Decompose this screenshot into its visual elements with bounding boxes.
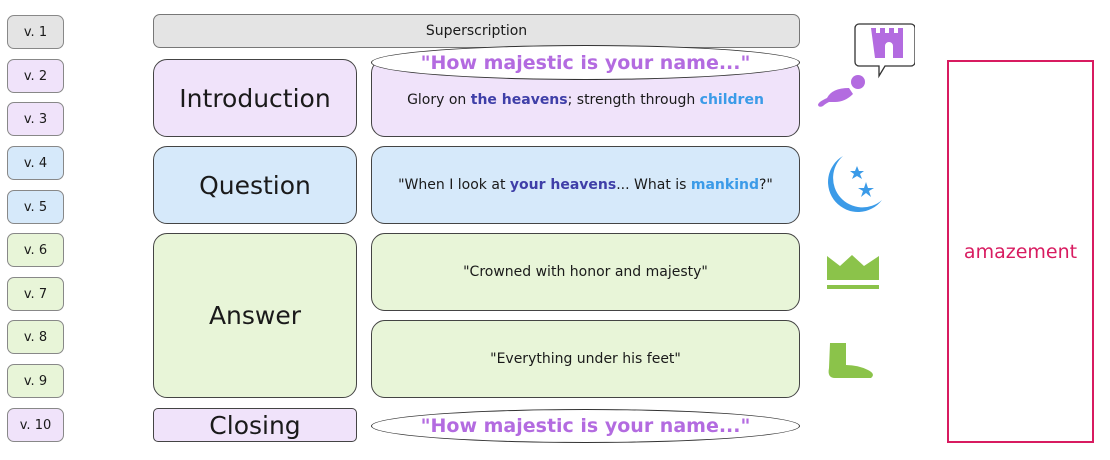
question-content: "When I look at your heavens... What is … <box>371 146 800 224</box>
introduction-box: Introduction <box>153 59 357 137</box>
castle-icon <box>854 23 915 79</box>
icon-column <box>818 23 915 378</box>
verse-9: v. 9 <box>7 364 64 398</box>
verse-6: v. 6 <box>7 233 64 267</box>
closing-box: Closing <box>153 408 357 442</box>
verse-5: v. 5 <box>7 190 64 224</box>
verse-8: v. 8 <box>7 320 64 354</box>
verse-7: v. 7 <box>7 277 64 311</box>
refrain-bottom: "How majestic is your name..." <box>371 409 800 443</box>
foot-icon <box>828 343 873 378</box>
question-box: Question <box>153 146 357 224</box>
verse-2: v. 2 <box>7 59 64 93</box>
superscription-box: Superscription <box>153 14 800 48</box>
theme-box: amazement <box>947 60 1094 443</box>
feet-content: "Everything under his feet" <box>371 320 800 398</box>
verse-10: v. 10 <box>7 408 64 442</box>
refrain-top: "How majestic is your name..." <box>371 45 800 80</box>
answer-box: Answer <box>153 233 357 398</box>
verse-1: v. 1 <box>7 15 64 49</box>
baby-icon <box>818 75 865 107</box>
verse-4: v. 4 <box>7 146 64 180</box>
crowned-content: "Crowned with honor and majesty" <box>371 233 800 311</box>
crown-icon <box>827 255 879 289</box>
verse-3: v. 3 <box>7 102 64 136</box>
moon-stars-icon <box>828 156 882 212</box>
